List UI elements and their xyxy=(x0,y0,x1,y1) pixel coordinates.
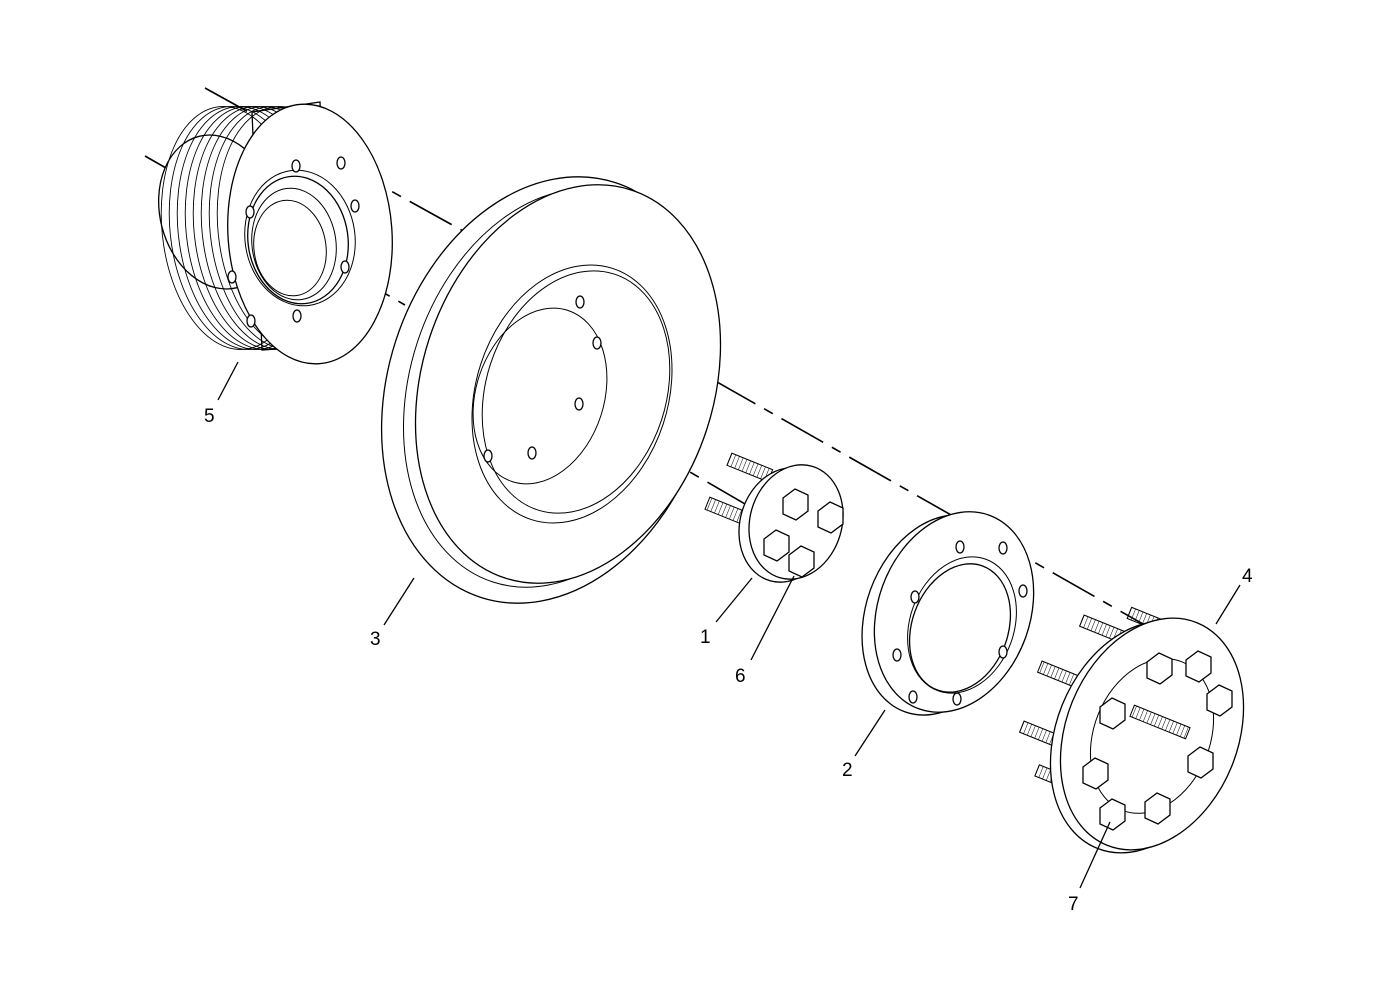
leader-4 xyxy=(1215,584,1241,625)
retainer-bolt-heads xyxy=(1082,650,1233,831)
leader-3 xyxy=(383,577,415,626)
part-2-spacer xyxy=(861,511,1035,716)
part-5-pulley xyxy=(157,101,393,365)
spacer-bolt-holes xyxy=(892,540,1028,706)
callout-5: 5 xyxy=(204,406,215,427)
leader-1 xyxy=(715,577,753,623)
part-4-retainer-plate xyxy=(1018,606,1245,854)
leader-7 xyxy=(1079,821,1111,889)
part-1-adapter xyxy=(704,452,844,583)
callout-2: 2 xyxy=(842,760,853,781)
callout-4: 4 xyxy=(1242,566,1253,587)
damper-bolt-holes xyxy=(483,295,602,463)
leader-lines xyxy=(217,361,1241,889)
part-3-damper xyxy=(380,176,722,604)
pulley-bolt-holes xyxy=(227,156,360,328)
axis-line-upper-left xyxy=(204,87,466,233)
callout-6: 6 xyxy=(735,666,746,687)
leader-6 xyxy=(750,575,795,661)
callout-labels: 5 3 1 6 2 4 7 xyxy=(204,406,1253,915)
callout-3: 3 xyxy=(370,629,381,650)
callout-1: 1 xyxy=(700,627,711,648)
leader-5 xyxy=(217,361,239,401)
leader-2 xyxy=(854,709,886,757)
adapter-bolt-heads xyxy=(763,488,844,578)
callout-7: 7 xyxy=(1068,894,1079,915)
